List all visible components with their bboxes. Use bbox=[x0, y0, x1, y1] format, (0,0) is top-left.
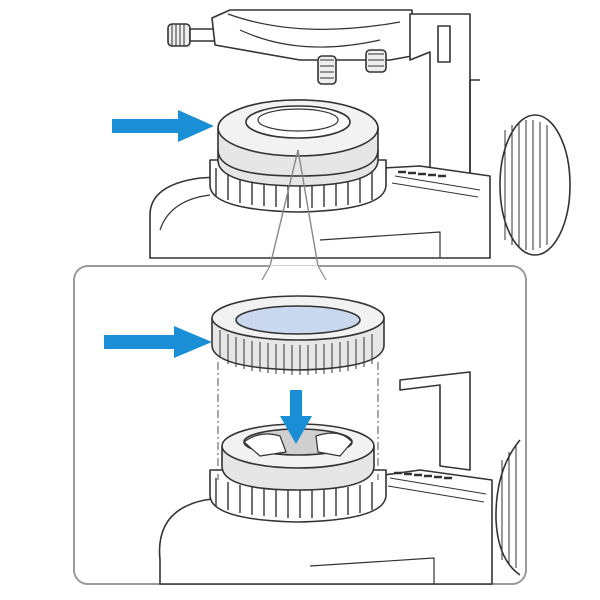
lens-mount bbox=[209, 423, 387, 523]
arrow-right-icon bbox=[104, 326, 212, 358]
callout-leader bbox=[269, 149, 319, 267]
filter-ring bbox=[211, 295, 385, 375]
detail-panel bbox=[73, 265, 527, 585]
overview-panel bbox=[149, 9, 571, 267]
condenser-holder bbox=[211, 9, 413, 61]
arrow-down-icon bbox=[280, 390, 312, 444]
arrow-right-icon bbox=[112, 110, 214, 142]
condenser-knob-right bbox=[317, 49, 387, 85]
stand-column-detail bbox=[399, 371, 471, 471]
alignment-guides bbox=[217, 362, 379, 480]
field-lens-assembly bbox=[209, 99, 387, 213]
condenser-knob-left bbox=[167, 23, 217, 47]
focus-knob-detail bbox=[495, 439, 521, 576]
focus-knob bbox=[499, 114, 571, 256]
